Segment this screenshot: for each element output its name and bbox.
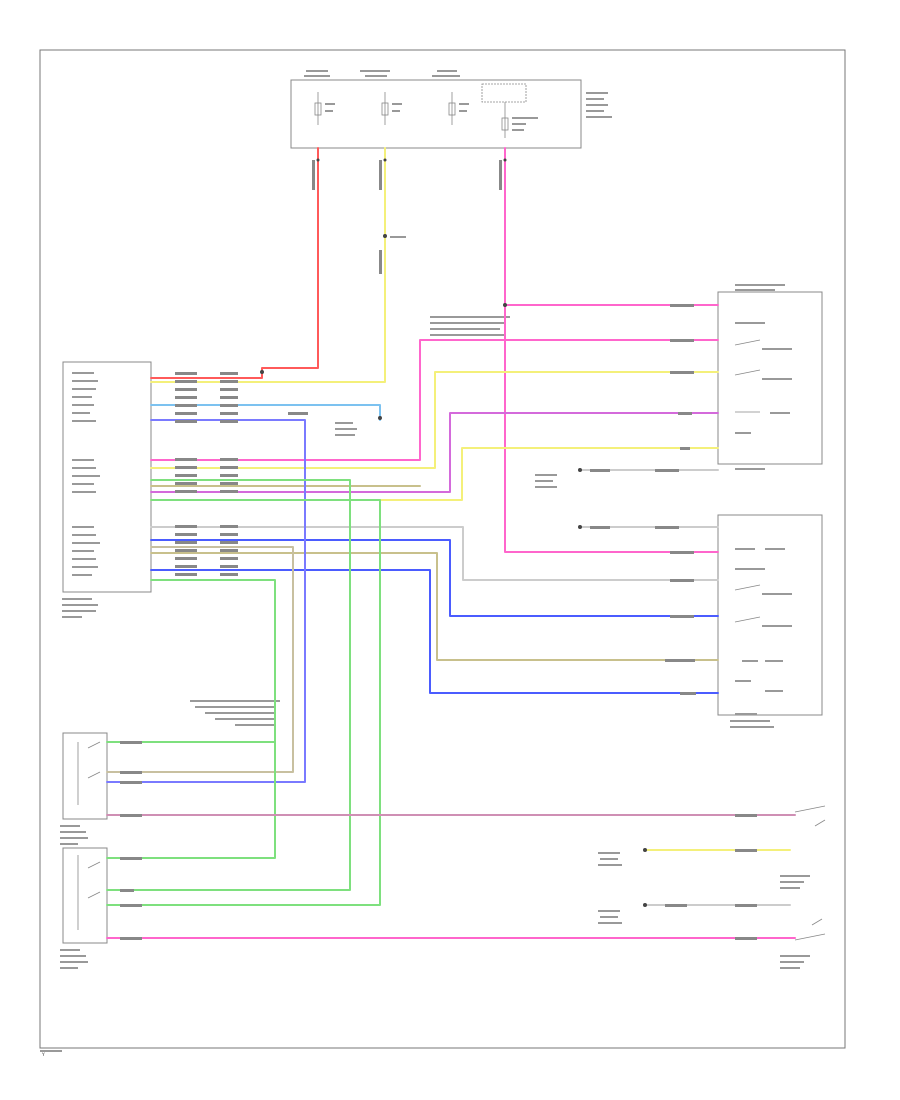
switch-contact-icon — [734, 339, 761, 413]
wire-yellow-a — [150, 371, 719, 469]
left-control-module — [62, 361, 152, 618]
left-lower-switch-upper — [60, 732, 108, 845]
wire-pink-fuse — [504, 147, 719, 553]
wire-violet-a — [150, 339, 719, 461]
wire-blue-b — [150, 569, 719, 694]
wire-green-a — [106, 579, 276, 859]
wire-green-c — [106, 499, 381, 906]
wire-gray-down — [106, 546, 294, 773]
footer-code: Y — [41, 1052, 45, 1058]
wire-label-marks — [120, 160, 757, 940]
connector-icon — [260, 158, 647, 907]
wire-gray-stub-2 — [579, 469, 719, 528]
fuse-box — [290, 70, 612, 149]
wire-green-b — [106, 479, 351, 891]
right-lower-switch-contacts — [794, 805, 826, 941]
wire-red — [150, 147, 319, 379]
wire-blue-a — [150, 539, 719, 617]
wire-yellow-fuse — [150, 147, 386, 383]
diagram-frame — [39, 49, 846, 1049]
fuse-label-marks — [304, 70, 612, 131]
fuse-icon — [314, 92, 509, 138]
wire-gray-a — [150, 526, 719, 581]
switch-contact-icon — [734, 584, 761, 623]
switch-contact-icon — [77, 741, 101, 805]
wire-violet-b — [150, 412, 719, 493]
switch-contact-icon — [77, 855, 101, 930]
right-upper-module — [717, 284, 823, 470]
right-lower-module — [717, 514, 823, 728]
left-lower-switch-lower — [60, 847, 108, 969]
